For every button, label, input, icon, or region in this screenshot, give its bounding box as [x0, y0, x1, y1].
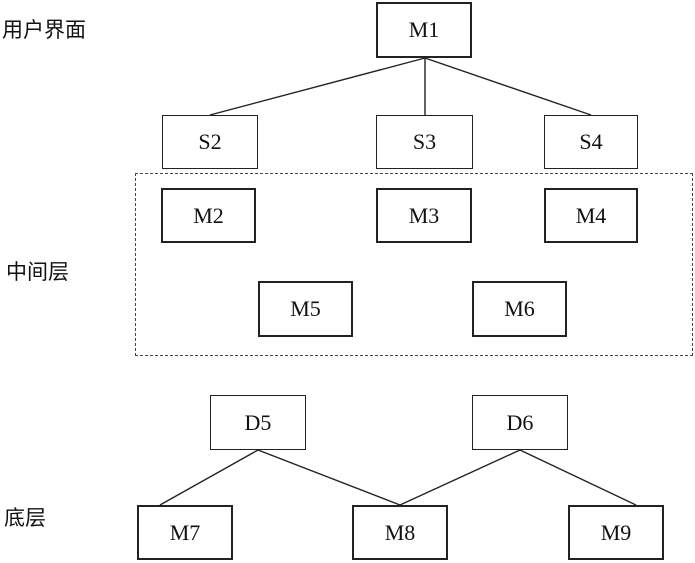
node-m1: M1 — [376, 2, 472, 58]
node-m8: M8 — [352, 505, 448, 560]
node-s2: S2 — [162, 115, 258, 169]
node-d5: D5 — [210, 395, 306, 450]
edge-m1-s4 — [424, 57, 592, 116]
layer-label-bottom: 底层 — [4, 506, 46, 530]
layer-label-middle: 中间层 — [6, 260, 69, 284]
node-m4: M4 — [544, 188, 638, 243]
edge-d6-m9 — [519, 449, 637, 506]
node-m9: M9 — [568, 505, 664, 560]
node-m5: M5 — [258, 281, 353, 337]
edge-d5-m7 — [159, 449, 259, 506]
node-m3: M3 — [376, 188, 472, 243]
edge-d5-m8 — [257, 449, 401, 506]
node-s4: S4 — [544, 115, 638, 169]
node-m7: M7 — [137, 505, 233, 560]
layer-label-user-interface: 用户界面 — [2, 18, 86, 42]
edge-m1-s2 — [209, 57, 426, 116]
node-m6: M6 — [472, 281, 567, 337]
edge-d6-m8 — [399, 449, 521, 506]
node-m2: M2 — [161, 188, 256, 243]
middle-layer-frame — [135, 173, 693, 356]
node-s3: S3 — [376, 115, 473, 169]
node-d6: D6 — [472, 395, 568, 450]
